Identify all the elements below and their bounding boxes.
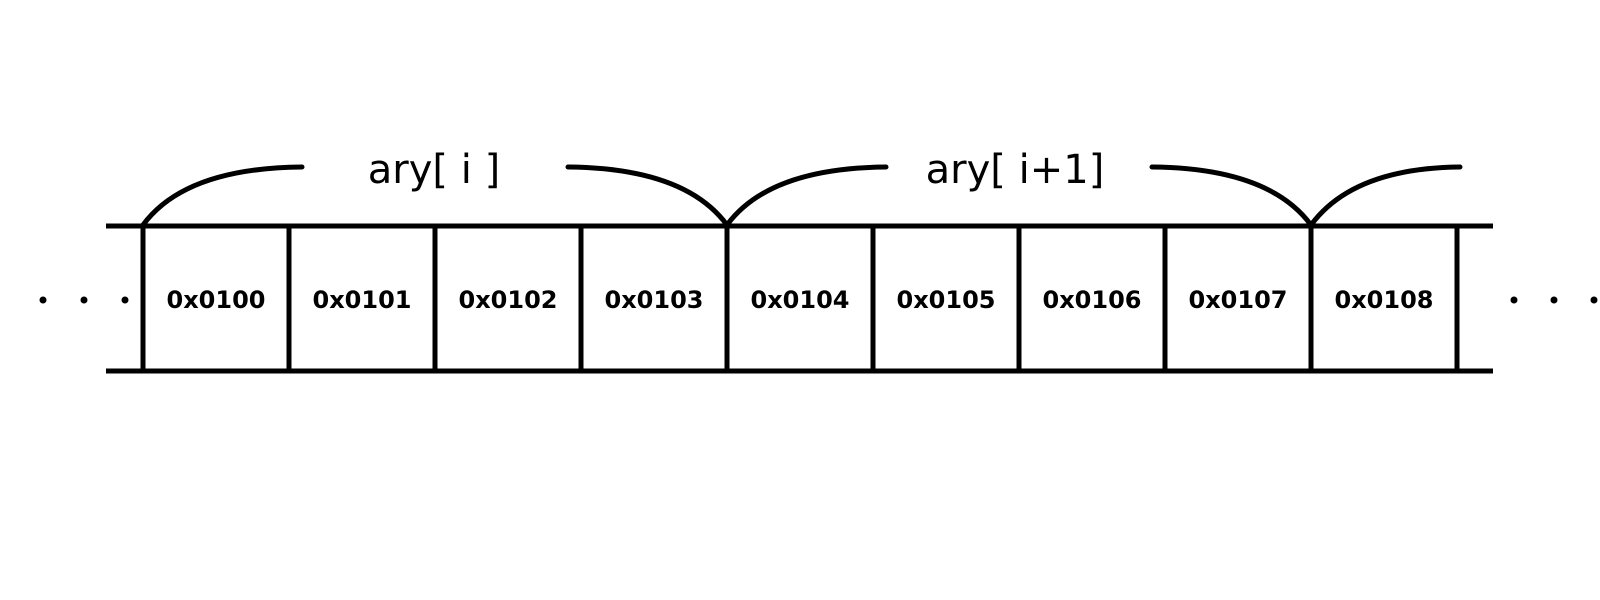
cell-address: 0x0104 (751, 286, 850, 314)
next-region-brace-partial-curve (1308, 164, 1463, 228)
ellipsis-dot (121, 296, 129, 304)
ellipsis-dot (80, 296, 88, 304)
region-label-ary-i-plus-1: ary[ i+1] (926, 147, 1105, 193)
ellipsis-dot (1590, 296, 1598, 304)
ellipsis-dot (1510, 296, 1518, 304)
ary-i1-brace-right-curve (1149, 164, 1314, 228)
ary-i-brace-right-curve (565, 164, 730, 228)
cell-address: 0x0100 (167, 286, 266, 314)
region-label-ary-i: ary[ i ] (368, 147, 500, 193)
cell-address: 0x0107 (1189, 286, 1288, 314)
ary-i-brace-left-curve (140, 164, 305, 228)
ellipsis-dot (1550, 296, 1558, 304)
cell-address: 0x0105 (897, 286, 996, 314)
ellipsis-dot (39, 296, 47, 304)
ary-i1-brace-left-curve (724, 164, 889, 228)
cell-address: 0x0102 (459, 286, 558, 314)
cell-address: 0x0106 (1043, 286, 1142, 314)
cell-address: 0x0103 (605, 286, 704, 314)
cell-address: 0x0101 (313, 286, 412, 314)
cell-address: 0x0108 (1335, 286, 1434, 314)
